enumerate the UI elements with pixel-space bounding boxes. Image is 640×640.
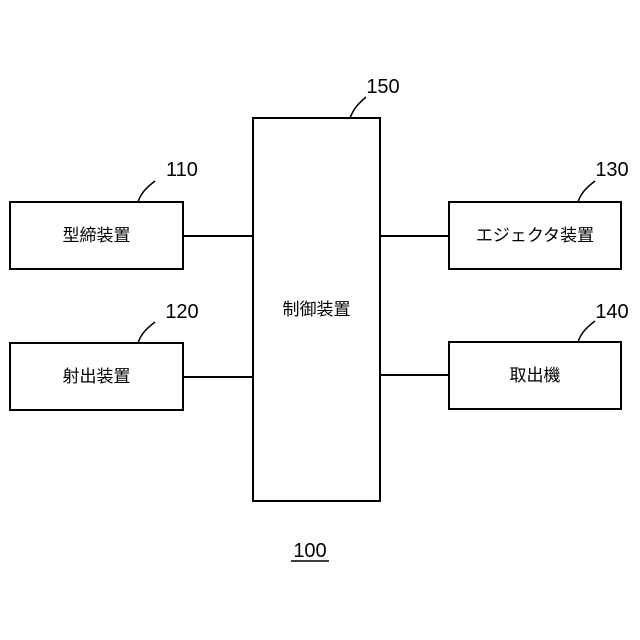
mold-clamping-ref-number: 110 bbox=[166, 159, 198, 181]
ejector-ref-number: 130 bbox=[595, 159, 628, 181]
take-out-leader-line bbox=[578, 321, 595, 342]
figure-reference-number: 100 bbox=[293, 540, 326, 562]
mold-clamping-label: 型締装置 bbox=[63, 226, 131, 246]
take-out-block: 取出機 bbox=[449, 342, 621, 409]
ejector-label: エジェクタ装置 bbox=[476, 226, 594, 246]
ejector-leader-line bbox=[578, 181, 595, 202]
controller-leader-line bbox=[350, 97, 366, 118]
mold-clamping-block: 型締装置 bbox=[10, 202, 183, 269]
controller-ref-number: 150 bbox=[366, 76, 399, 98]
injection-ref-number: 120 bbox=[165, 301, 198, 323]
take-out-ref-number: 140 bbox=[595, 301, 628, 323]
controller-label: 制御装置 bbox=[283, 300, 351, 320]
injection-leader-line bbox=[138, 322, 155, 343]
injection-label: 射出装置 bbox=[63, 367, 131, 387]
mold-clamping-leader-line bbox=[138, 181, 155, 202]
controller-block: 制御装置 bbox=[253, 118, 380, 501]
ejector-block: エジェクタ装置 bbox=[449, 202, 621, 269]
injection-block: 射出装置 bbox=[10, 343, 183, 410]
take-out-label: 取出機 bbox=[510, 366, 561, 386]
